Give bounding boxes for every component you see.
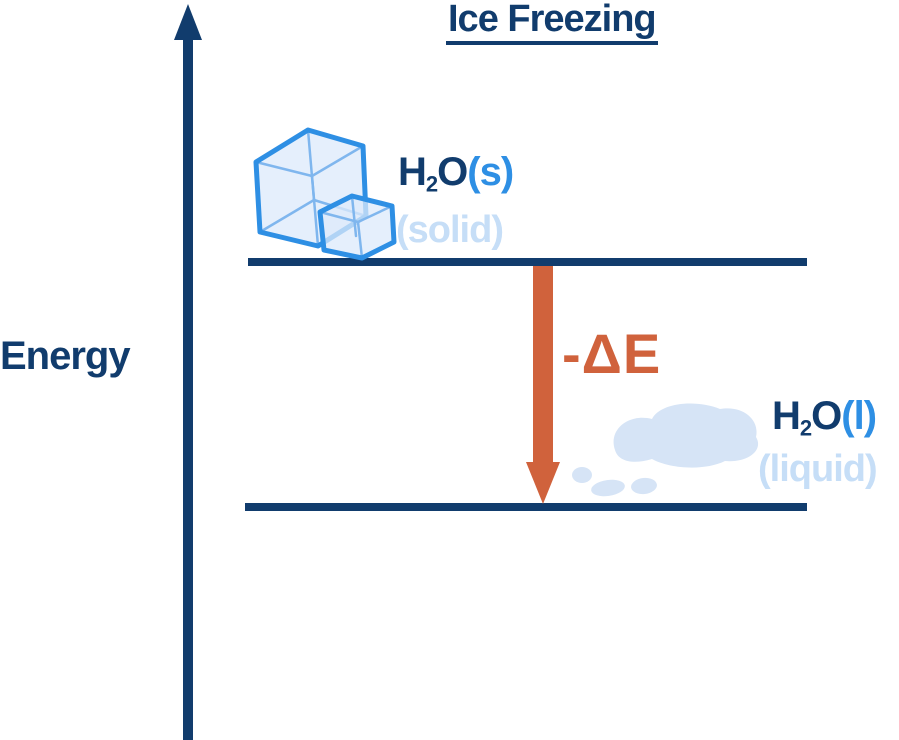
delta-e-arrow-line — [533, 266, 553, 464]
formula-h: H — [772, 394, 801, 438]
y-axis-label: Energy — [0, 334, 131, 378]
solid-energy-level-line — [248, 258, 807, 266]
ice-cubes-icon — [253, 127, 397, 261]
solid-formula-label: H2O(s) — [398, 150, 514, 197]
formula-subscript: 2 — [799, 415, 812, 441]
formula-o: O — [811, 394, 842, 438]
solid-state-symbol: (s) — [467, 150, 514, 194]
delta-e-arrowhead-icon — [526, 462, 560, 504]
liquid-state-symbol: (l) — [841, 394, 877, 438]
y-axis-line — [183, 32, 193, 740]
liquid-formula-label: H2O(l) — [772, 394, 877, 441]
water-puddle-icon — [572, 403, 759, 497]
formula-subscript: 2 — [425, 171, 438, 197]
solid-state-name: (solid) — [396, 209, 504, 251]
formula-h: H — [398, 150, 427, 194]
liquid-state-name: (liquid) — [758, 448, 878, 490]
liquid-energy-level-line — [245, 503, 807, 511]
formula-o: O — [437, 150, 468, 194]
diagram-title: Ice Freezing — [446, 0, 658, 45]
delta-e-label: -ΔE — [562, 322, 662, 385]
